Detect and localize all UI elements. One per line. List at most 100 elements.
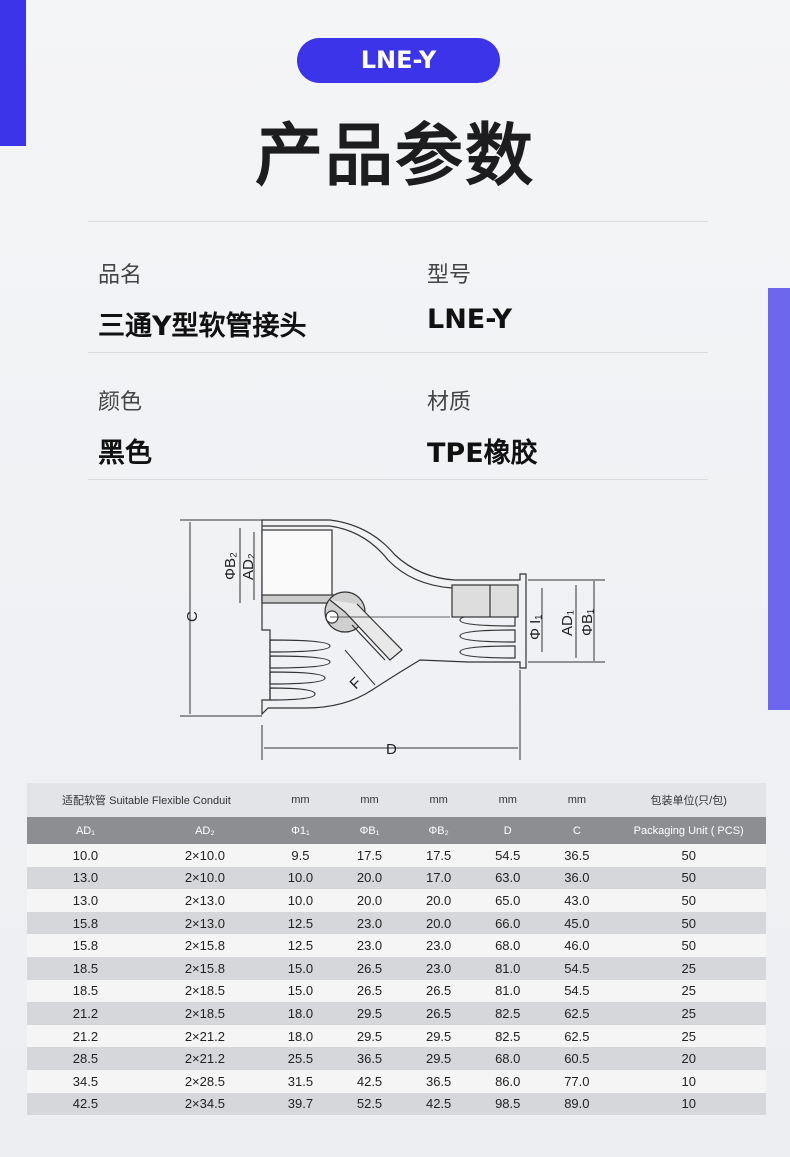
table-cell: 54.5 — [473, 844, 543, 867]
table-cell: 81.0 — [473, 979, 543, 1003]
table-cell: 81.0 — [473, 956, 543, 980]
table-cell: 66.0 — [473, 911, 543, 935]
table-cell: 31.5 — [265, 1069, 335, 1093]
table-cell: 25 — [611, 1024, 766, 1048]
table-cell: 54.5 — [542, 979, 612, 1003]
table-header-cell: mm — [334, 783, 405, 817]
table-cell: 2×13.0 — [143, 911, 266, 935]
table-cell: 36.0 — [542, 866, 612, 890]
dimension-phi-b2-label: ΦB₂ — [222, 552, 239, 580]
table-cell: 20.0 — [404, 911, 474, 935]
table-header-cell: AD₂ — [143, 817, 266, 844]
table-cell: 13.0 — [27, 866, 144, 890]
table-cell: 50 — [611, 911, 766, 935]
table-cell: 2×18.5 — [143, 979, 266, 1003]
table-cell: 68.0 — [473, 934, 543, 957]
table-cell: 18.0 — [265, 1002, 335, 1025]
table-cell: 46.0 — [542, 934, 612, 957]
field-value-material: TPE橡胶 — [427, 438, 538, 469]
table-cell: 43.0 — [542, 889, 612, 912]
table-cell: 50 — [611, 866, 766, 890]
table-cell: 36.5 — [404, 1069, 474, 1093]
table-cell: 2×15.8 — [143, 956, 266, 980]
table-cell: 82.5 — [473, 1024, 543, 1048]
table-header-cell: Packaging Unit ( PCS) — [611, 817, 766, 844]
field-label-name: 品名 — [98, 263, 143, 288]
table-cell: 12.5 — [265, 911, 335, 935]
table-cell: 15.8 — [27, 934, 144, 957]
table-header-cell: AD₁ — [27, 817, 144, 844]
table-cell: 12.5 — [265, 934, 335, 957]
table-cell: 9.5 — [265, 844, 335, 867]
table-cell: 25 — [611, 956, 766, 980]
table-cell: 10 — [611, 1069, 766, 1093]
table-cell: 36.5 — [542, 844, 612, 867]
table-cell: 13.0 — [27, 889, 144, 912]
table-cell: 20.0 — [334, 889, 405, 912]
field-value-model: LNE-Y — [427, 304, 513, 335]
table-header-cell: mm — [265, 783, 335, 817]
table-cell: 28.5 — [27, 1047, 144, 1070]
table-cell: 20 — [611, 1047, 766, 1070]
table-header-cell: D — [473, 817, 543, 844]
table-cell: 50 — [611, 934, 766, 957]
table-header-cell: Φ1₁ — [265, 817, 335, 844]
table-cell: 65.0 — [473, 889, 543, 912]
table-cell: 23.0 — [404, 956, 474, 980]
table-cell: 2×28.5 — [143, 1069, 266, 1093]
table-cell: 62.5 — [542, 1024, 612, 1048]
table-cell: 23.0 — [334, 911, 405, 935]
table-cell: 2×13.0 — [143, 889, 266, 912]
table-cell: 17.5 — [334, 844, 405, 867]
table-header-cell: mm — [404, 783, 474, 817]
table-header-cell: 适配软管 Suitable Flexible Conduit — [27, 783, 266, 817]
table-cell: 26.5 — [404, 1002, 474, 1025]
table-cell: 29.5 — [404, 1047, 474, 1070]
table-cell: 68.0 — [473, 1047, 543, 1070]
table-cell: 23.0 — [334, 934, 405, 957]
table-cell: 2×21.2 — [143, 1024, 266, 1048]
table-cell: 10 — [611, 1092, 766, 1116]
accent-bar-right — [768, 288, 790, 710]
table-cell: 63.0 — [473, 866, 543, 890]
table-cell: 10.0 — [265, 866, 335, 890]
table-header-units: 适配软管 Suitable Flexible Conduit mm mm mm … — [27, 783, 766, 817]
table-cell: 2×15.8 — [143, 934, 266, 957]
dimension-phi-i1-label: Φ I₁ — [527, 615, 544, 640]
table-cell: 89.0 — [542, 1092, 612, 1116]
table-cell: 42.5 — [404, 1092, 474, 1116]
table-cell: 10.0 — [265, 889, 335, 912]
table-cell: 17.5 — [404, 844, 474, 867]
table-cell: 62.5 — [542, 1002, 612, 1025]
table-header-cell: mm — [542, 783, 612, 817]
table-cell: 2×10.0 — [143, 866, 266, 890]
table-cell: 45.0 — [542, 911, 612, 935]
table-cell: 15.0 — [265, 979, 335, 1003]
table-cell: 15.0 — [265, 956, 335, 980]
table-cell: 82.5 — [473, 1002, 543, 1025]
table-cell: 42.5 — [27, 1092, 144, 1116]
table-header-columns: AD₁ AD₂ Φ1₁ ΦB₁ ΦB₂ D C Packaging Unit (… — [27, 817, 766, 844]
table-cell: 29.5 — [334, 1002, 405, 1025]
table-header-cell: C — [542, 817, 612, 844]
table-cell: 98.5 — [473, 1092, 543, 1116]
table-cell: 34.5 — [27, 1069, 144, 1093]
table-cell: 52.5 — [334, 1092, 405, 1116]
table-cell: 26.5 — [334, 956, 405, 980]
table-cell: 39.7 — [265, 1092, 335, 1116]
table-cell: 77.0 — [542, 1069, 612, 1093]
accent-bar-left — [0, 0, 26, 146]
table-cell: 42.5 — [334, 1069, 405, 1093]
divider — [88, 352, 708, 353]
table-cell: 10.0 — [27, 844, 144, 867]
table-cell: 2×21.2 — [143, 1047, 266, 1070]
table-header-cell: mm — [473, 783, 543, 817]
